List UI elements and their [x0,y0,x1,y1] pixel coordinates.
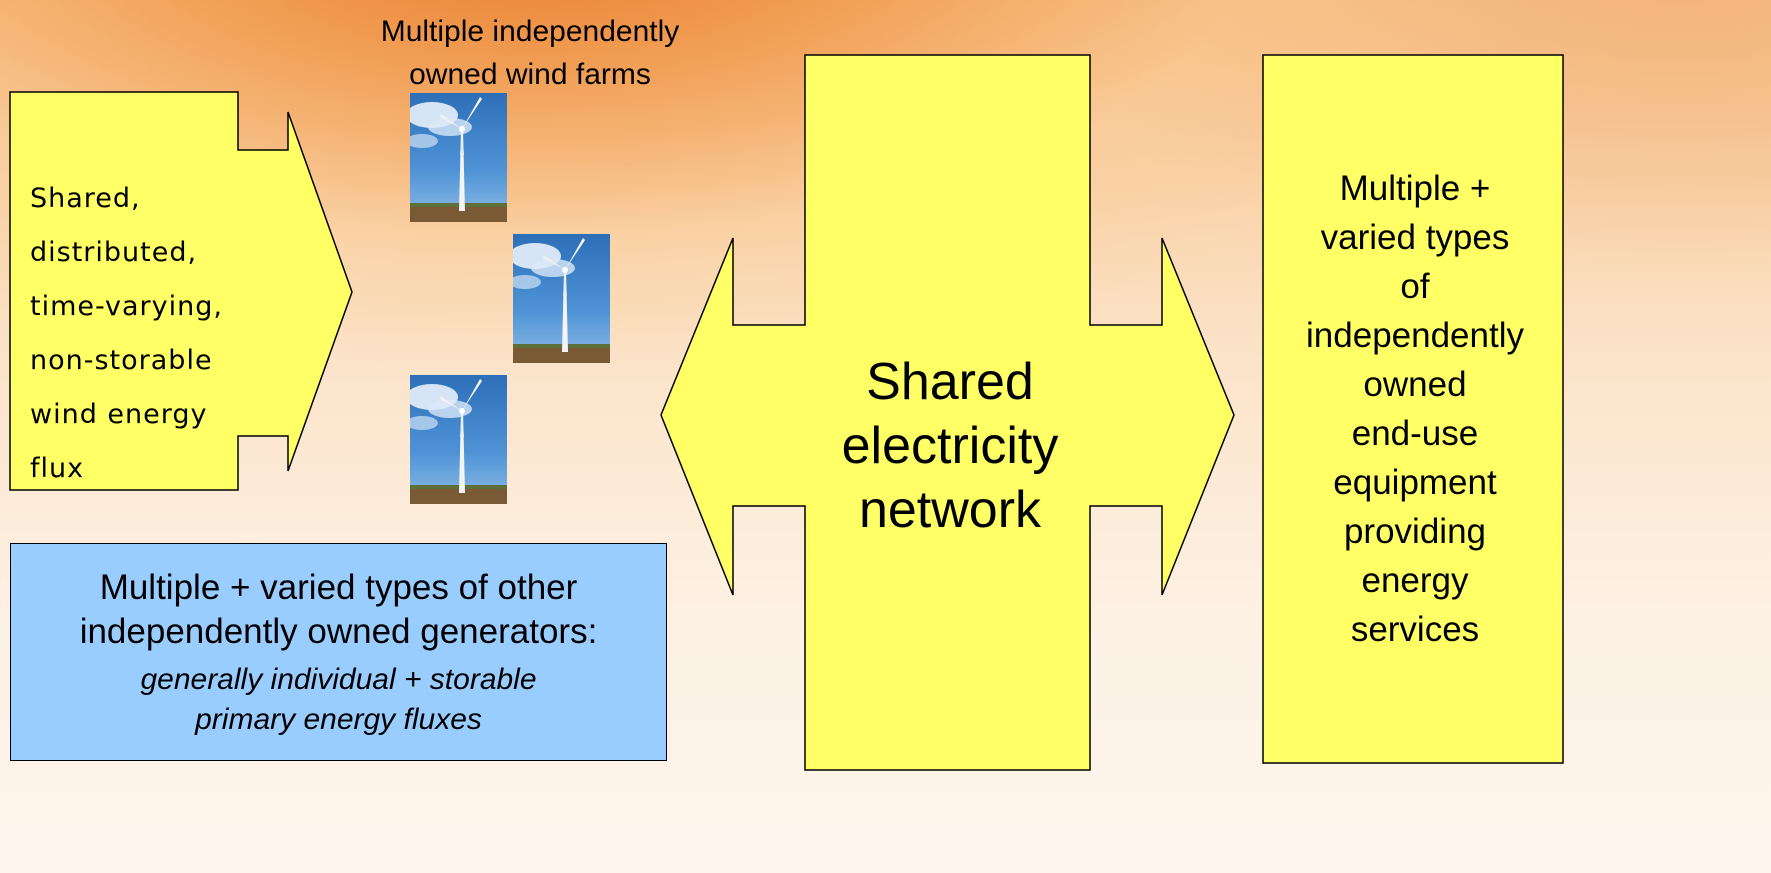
network-label: Shared electricity network [841,353,1059,539]
other-generators-box: Multiple + varied types of other indepen… [10,543,667,761]
wind-turbine-photo-3 [410,375,507,504]
wind-resource-text: Shared, distributed, time-varying, non-s… [30,183,223,484]
wind-turbine-photo-2 [513,234,610,363]
end-use-box [1262,54,1564,764]
electricity-network-shape [660,54,1235,771]
wind-turbine-photo-1 [410,93,507,222]
other-generators-subtitle: generally individual + storable primary … [140,663,537,736]
wind-farms-caption: Multiple independently owned wind farms [380,15,680,91]
end-use-text: Multiple + varied types of independently… [1306,169,1524,649]
wind-resource-arrow [9,91,353,491]
other-generators-title: Multiple + varied types of other indepen… [79,568,598,651]
